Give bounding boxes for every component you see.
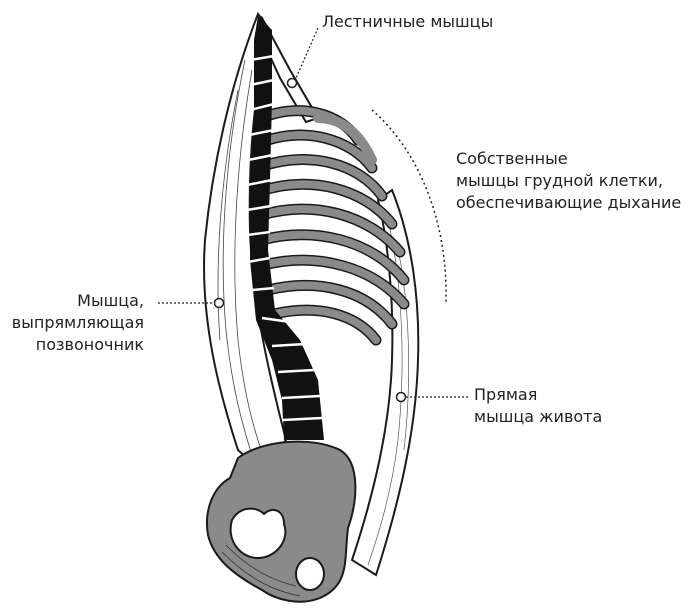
- label-line: выпрямляющая: [12, 312, 144, 334]
- label-thoracic-respiratory-muscles: Собственные мышцы грудной клетки, обеспе…: [456, 148, 681, 214]
- marker-erector: [215, 299, 224, 308]
- label-line: Прямая: [474, 384, 602, 406]
- label-rectus-abdominis: Прямая мышца живота: [474, 384, 602, 428]
- label-scalene-muscles: Лестничные мышцы: [322, 11, 493, 33]
- pelvis-opening: [231, 509, 286, 558]
- marker-scalene: [288, 79, 297, 88]
- label-line: Лестничные мышцы: [322, 11, 493, 33]
- leader-scalene: [296, 28, 318, 78]
- marker-rectus: [397, 393, 406, 402]
- label-line: Собственные: [456, 148, 681, 170]
- label-line: мышцы грудной клетки,: [456, 170, 681, 192]
- hip-socket: [296, 558, 324, 590]
- label-line: мышца живота: [474, 406, 602, 428]
- label-line: обеспечивающие дыхание: [456, 192, 681, 214]
- label-line: Мышца,: [12, 290, 144, 312]
- label-line: позвоночник: [12, 334, 144, 356]
- label-erector-spinae: Мышца, выпрямляющая позвоночник: [12, 290, 144, 356]
